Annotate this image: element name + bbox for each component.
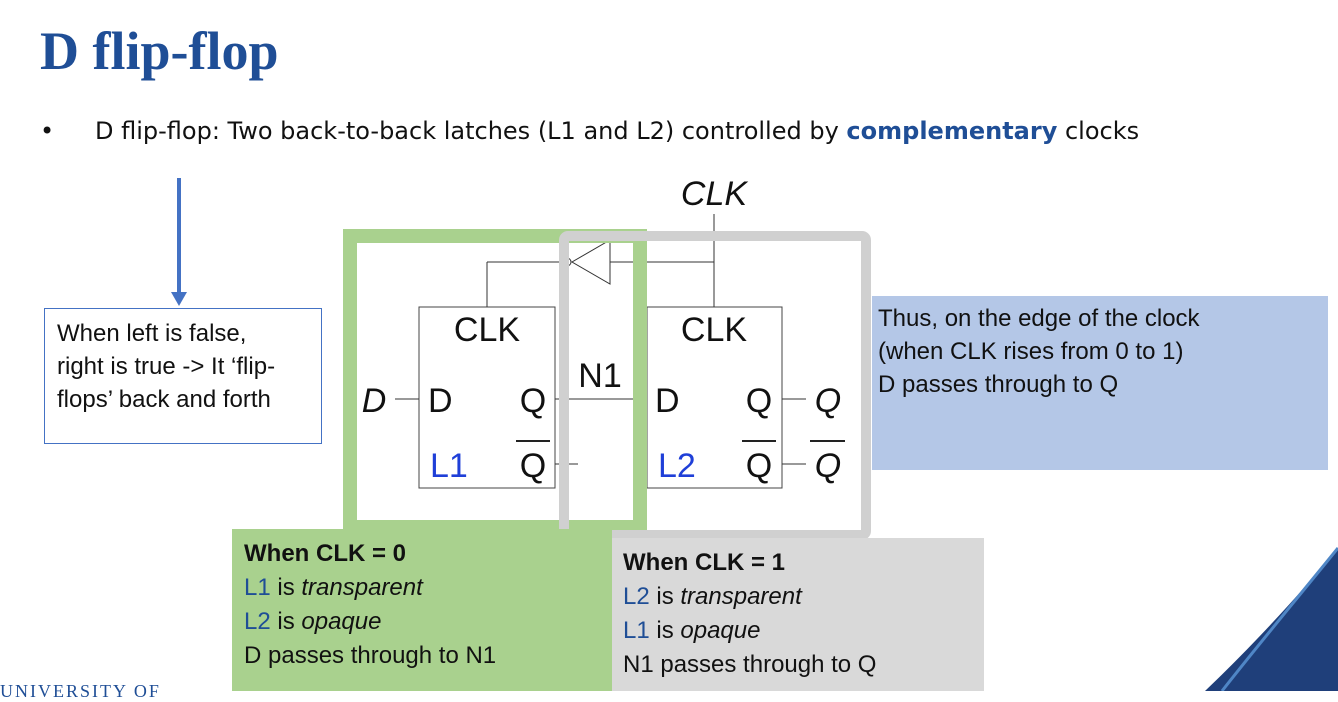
l2-q-pin: Q (746, 382, 772, 420)
clk-one-line: L1 is opaque (623, 617, 761, 644)
bullet-point: • D flip-flop: Two back-to-back latches (… (40, 117, 1139, 145)
note-left-line: flops’ back and forth (57, 386, 271, 413)
note-right-line: (when CLK rises from 0 to 1) (878, 338, 1184, 365)
l2-d-pin: D (655, 382, 680, 420)
inverter-icon (571, 239, 611, 285)
clk-zero-line: L2 is opaque (244, 608, 382, 635)
l1-clk-pin: CLK (454, 311, 520, 349)
clk-zero-line: L1 is transparent (244, 574, 423, 601)
n1-label: N1 (578, 357, 621, 395)
corner-swoosh-decoration (1205, 548, 1338, 691)
clk-zero-box: When CLK = 0 L1 is transparent L2 is opa… (232, 529, 612, 691)
bullet-emphasis: complementary (846, 117, 1058, 145)
note-right-line: D passes through to Q (878, 371, 1119, 398)
qbar-output-label: Q (815, 447, 841, 485)
slide-title: D flip-flop (40, 21, 279, 81)
clk-one-line: N1 passes through to Q (623, 651, 877, 678)
l1-d-pin: D (428, 382, 453, 420)
clk-one-line: L2 is transparent (623, 583, 802, 610)
l2-qbar-pin: Q (746, 447, 772, 485)
l2-transparent-region (559, 231, 871, 540)
down-arrow-head-icon (171, 292, 187, 306)
corner-swoosh-highlight (1220, 547, 1338, 691)
l1-name: L1 (430, 447, 468, 485)
university-logo: UNIVERSITY OF (0, 681, 161, 701)
bullet-marker: • (40, 117, 55, 145)
clk-zero-header: When CLK = 0 (244, 540, 407, 567)
clk-label: CLK (681, 175, 748, 213)
note-left-line: right is true -> It ‘flip- (57, 353, 276, 380)
bullet-text-before: D flip-flop: Two back-to-back latches (L… (95, 117, 847, 145)
flip-flop-explanation-note: When left is false, right is true -> It … (44, 308, 322, 444)
l1-q-pin: Q (520, 382, 546, 420)
bullet-text-after: clocks (1057, 117, 1140, 145)
latch-l2-box (646, 306, 783, 489)
l1-transparent-region (343, 229, 647, 534)
l2-name: L2 (658, 447, 696, 485)
note-right-line: Thus, on the edge of the clock (878, 305, 1200, 332)
l1-qbar-pin: Q (520, 447, 546, 485)
clk-one-box: When CLK = 1 L2 is transparent L1 is opa… (612, 538, 984, 691)
q-output-label: Q (815, 382, 841, 420)
latch-l1-box (418, 306, 556, 489)
clock-edge-note: Thus, on the edge of the clock (when CLK… (872, 296, 1328, 470)
note-left-line: When left is false, (57, 320, 247, 347)
d-input-label: D (362, 382, 387, 420)
clk-one-header: When CLK = 1 (623, 549, 786, 576)
l2-clk-pin: CLK (681, 311, 747, 349)
clk-zero-line: D passes through to N1 (244, 642, 497, 669)
